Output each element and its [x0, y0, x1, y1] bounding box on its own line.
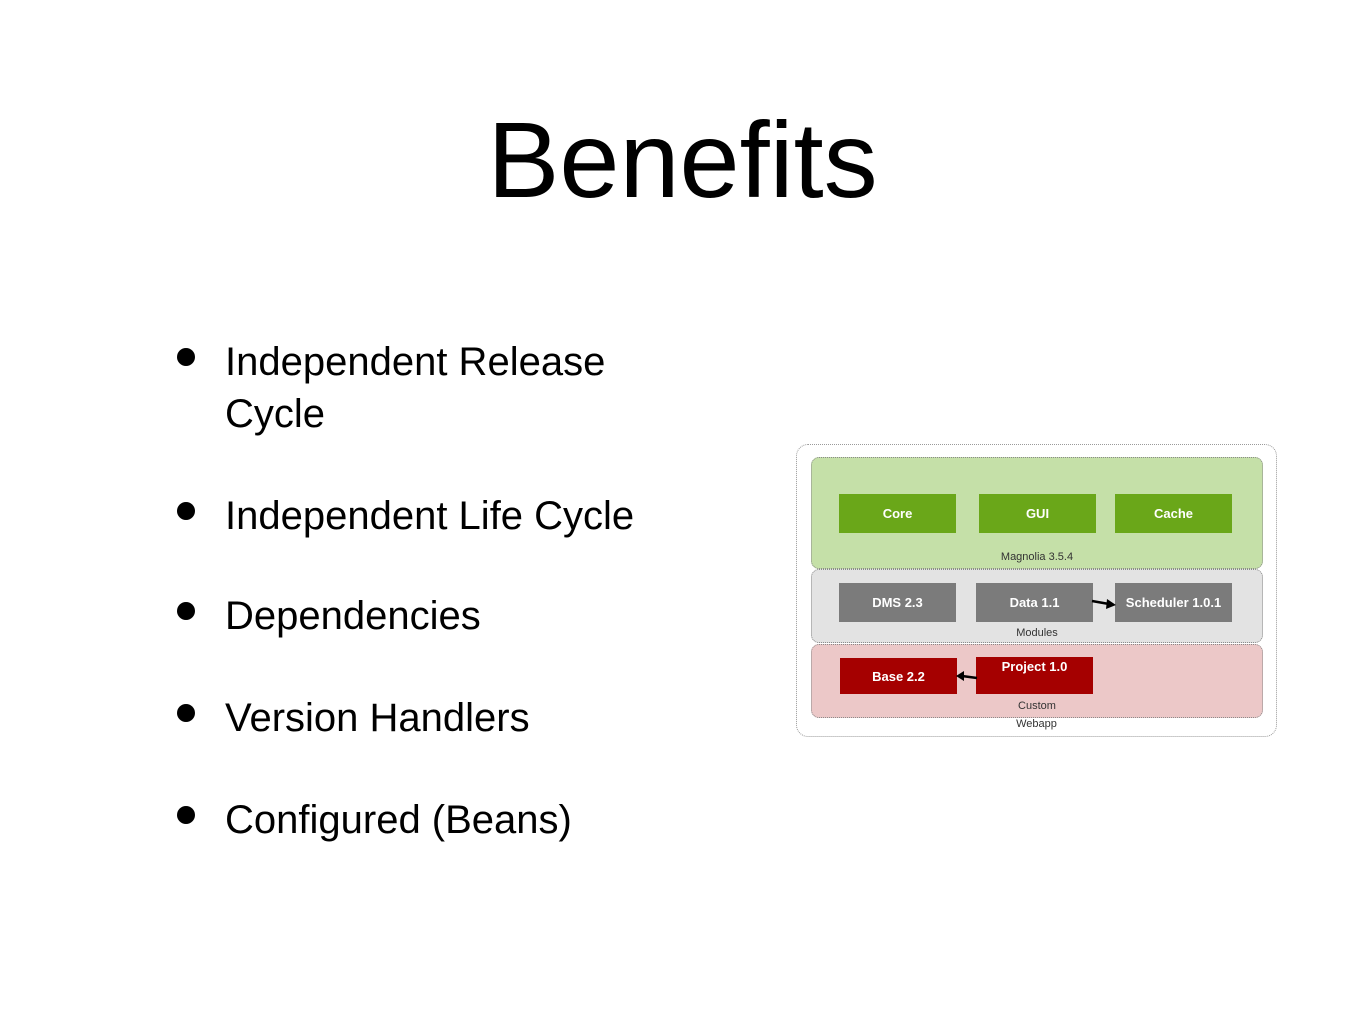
- custom-layer-label: Custom: [1018, 700, 1056, 712]
- gui-module: GUI: [979, 494, 1096, 533]
- magnolia-layer: Core GUI Cache Magnolia 3.5.4: [811, 457, 1263, 569]
- dms-module: DMS 2.3: [839, 583, 956, 622]
- bullet-item: Independent Release Cycle: [170, 336, 690, 440]
- bullet-item: Independent Life Cycle: [170, 490, 690, 542]
- project-module: Project 1.0: [976, 657, 1093, 694]
- dependency-arrow-left: [956, 671, 978, 681]
- cache-module: Cache: [1115, 494, 1232, 533]
- data-module: Data 1.1: [976, 583, 1093, 622]
- dependency-arrow-right: [1091, 599, 1116, 609]
- magnolia-layer-label: Magnolia 3.5.4: [1000, 551, 1074, 563]
- slide-title: Benefits: [487, 99, 878, 220]
- custom-layer: Base 2.2 Project 1.0 Custom: [811, 644, 1263, 718]
- base-module: Base 2.2: [840, 658, 957, 694]
- core-module: Core: [839, 494, 956, 533]
- scheduler-module: Scheduler 1.0.1: [1115, 583, 1232, 622]
- webapp-label: Webapp: [1016, 718, 1057, 730]
- module-architecture-diagram: Core GUI Cache Magnolia 3.5.4 DMS 2.3 Da…: [796, 444, 1277, 737]
- modules-layer: DMS 2.3 Data 1.1 Scheduler 1.0.1 Modules: [811, 569, 1263, 643]
- bullet-item: Version Handlers: [170, 692, 690, 744]
- modules-layer-label: Modules: [1016, 627, 1058, 639]
- bullet-item: Configured (Beans): [170, 794, 690, 846]
- benefits-list: Independent Release Cycle Independent Li…: [170, 336, 690, 896]
- webapp-container: Core GUI Cache Magnolia 3.5.4 DMS 2.3 Da…: [796, 444, 1277, 737]
- bullet-item: Dependencies: [170, 590, 690, 642]
